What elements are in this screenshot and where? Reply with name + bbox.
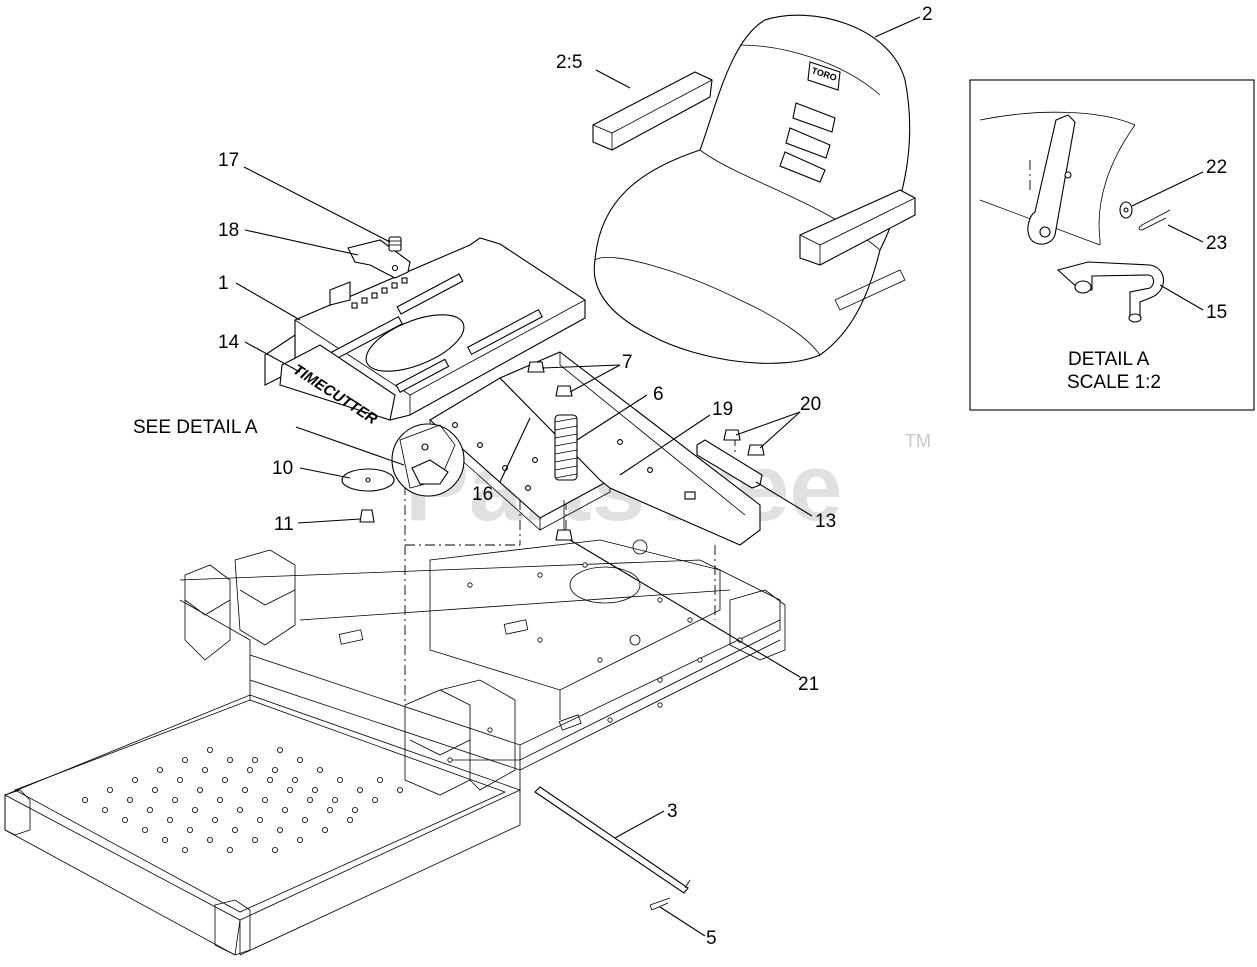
seat-pan-holes	[351, 277, 408, 309]
callout-15: 15	[1206, 302, 1227, 323]
bolt-7b	[555, 385, 573, 397]
callout-20: 20	[800, 394, 821, 415]
watermark-trademark: TM	[905, 431, 931, 451]
callout-1: 1	[218, 273, 229, 294]
callout-21: 21	[798, 674, 819, 695]
callout-6: 6	[653, 384, 664, 405]
callout-7: 7	[622, 352, 633, 373]
callout-23: 23	[1206, 233, 1227, 254]
callout-22: 22	[1206, 157, 1227, 178]
callout-17: 17	[218, 150, 239, 171]
part-5-pin	[649, 897, 671, 911]
callout-14: 14	[218, 332, 240, 353]
callout-3: 3	[667, 801, 678, 822]
bolt-20a	[723, 429, 741, 441]
callout-10: 10	[272, 458, 293, 479]
detail-scale: SCALE 1:2	[1067, 372, 1161, 393]
leader-lines	[235, 16, 1204, 937]
callout-11: 11	[274, 514, 294, 535]
callout-18: 18	[218, 220, 239, 241]
detail-a-magnifier	[391, 423, 465, 497]
callout-16: 16	[472, 484, 493, 505]
seat-pan: TIMECUTTER	[264, 237, 586, 428]
bolt-21	[555, 500, 573, 541]
see-detail-a: SEE DETAIL A	[133, 417, 258, 438]
part-10-disc	[341, 468, 395, 492]
part-6-spring	[554, 414, 578, 481]
callout-19: 19	[712, 399, 733, 420]
callout-2-5: 2:5	[556, 52, 582, 73]
frame-holes	[447, 562, 743, 763]
seat: TORO	[593, 14, 916, 364]
callout-2: 2	[922, 4, 933, 25]
detail-title: DETAIL A	[1068, 349, 1150, 370]
left-armrest	[592, 71, 713, 151]
part-17-nut	[388, 236, 402, 252]
callout-13: 13	[815, 511, 836, 532]
mower-frame	[4, 539, 786, 956]
floor-holes	[82, 747, 403, 854]
callout-5: 5	[706, 928, 717, 949]
part-19-channel	[499, 351, 761, 546]
bolt-7a	[527, 361, 545, 373]
part-11-screw	[359, 509, 375, 523]
part-18-bracket	[347, 239, 411, 279]
part-3-rod	[534, 786, 691, 894]
detail-a-box: DETAIL A SCALE 1:2	[969, 79, 1255, 411]
